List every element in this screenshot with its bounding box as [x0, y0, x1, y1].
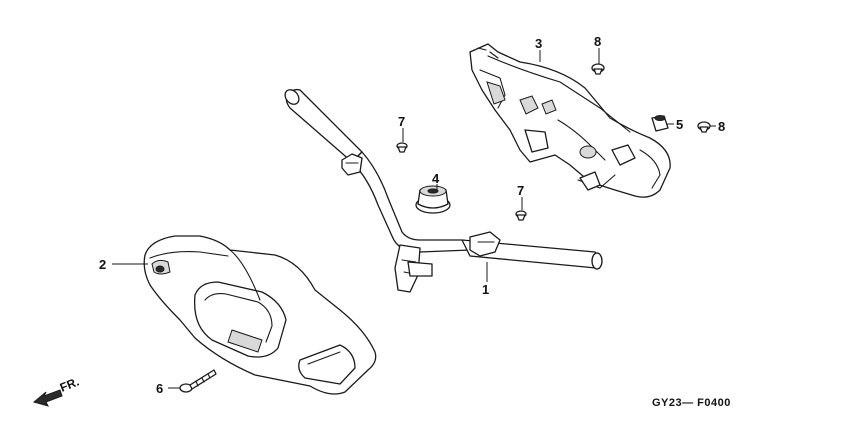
- screw-part-6: [179, 369, 217, 393]
- screw-part-7-upper: [396, 142, 408, 153]
- nut-part-4: [415, 185, 451, 214]
- callout-8-right: 8: [718, 119, 725, 134]
- callout-6: 6: [156, 381, 163, 396]
- front-direction-arrow: FR.: [32, 375, 81, 407]
- leader-lines: [112, 48, 716, 389]
- callout-2: 2: [99, 257, 106, 272]
- screw-part-7-lower: [515, 210, 527, 221]
- direction-label: FR.: [58, 375, 81, 395]
- rear-handlebar-cover: [469, 43, 671, 198]
- callout-8-upper: 8: [594, 34, 601, 49]
- handlebar-pipe: [284, 88, 603, 293]
- figure-code: GY23— F0400: [652, 397, 731, 409]
- callout-4: 4: [432, 171, 440, 186]
- fastener-part-5: [651, 115, 669, 132]
- front-handlebar-cover: [143, 235, 377, 395]
- callout-7-upper: 7: [398, 114, 405, 129]
- callout-3: 3: [535, 36, 542, 51]
- callout-1: 1: [482, 282, 489, 297]
- bolt-part-8-right: [697, 121, 711, 133]
- bolt-part-8-upper: [591, 63, 605, 75]
- callout-7-lower: 7: [517, 183, 524, 198]
- callout-5: 5: [676, 117, 683, 132]
